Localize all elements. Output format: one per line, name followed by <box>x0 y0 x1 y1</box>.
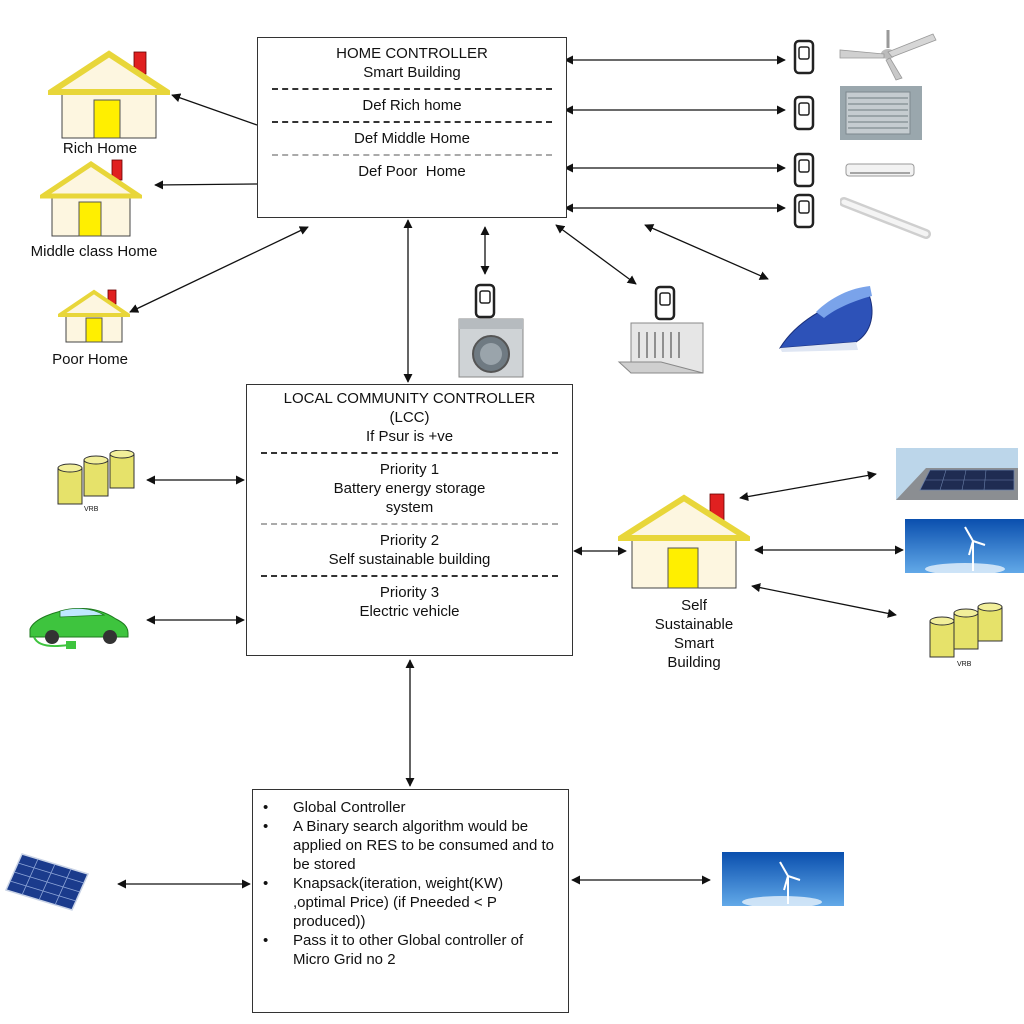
poor-home-label: Poor Home <box>52 351 128 368</box>
priority-3-title: Priority 3 <box>379 584 440 601</box>
arrow-dishwasher <box>555 224 637 285</box>
home-controller-title: HOME CONTROLLER <box>336 45 488 62</box>
global-bullet-3: Knapsack(iteration, weight(KW) ,optimal … <box>263 874 558 931</box>
self-sustainable-label: Self Sustainable Smart Building <box>620 596 768 672</box>
smart-plug-icon <box>793 193 815 229</box>
separator <box>261 575 558 577</box>
separator <box>272 121 552 123</box>
lcc-box: LOCAL COMMUNITY CONTROLLER (LCC) If Psur… <box>246 384 573 656</box>
global-controller-box: Global Controller A Binary search algori… <box>252 789 569 1013</box>
tube-light-icon <box>840 197 931 239</box>
rich-home-icon <box>48 50 170 139</box>
middle-home-icon <box>40 159 142 237</box>
priority-1-text-2: system <box>385 499 434 516</box>
arrow-iron <box>644 224 769 280</box>
iron-icon <box>779 286 873 352</box>
rooftop-solar-icon <box>896 448 1018 500</box>
separator <box>272 88 552 90</box>
solar-panel-icon <box>4 853 90 911</box>
global-bullet-1: Global Controller <box>263 798 558 817</box>
lcc-abbrev: (LCC) <box>389 409 430 426</box>
vrb-label: VRB <box>84 506 99 513</box>
smart-plug-icon <box>793 152 815 188</box>
priority-2-title: Priority 2 <box>379 532 440 549</box>
wind-turbine-icon <box>722 852 844 906</box>
ssb-line-3: Smart <box>673 635 714 652</box>
arrow-to-rich-home <box>171 93 258 126</box>
arrow-ssb-battery <box>751 583 897 618</box>
smart-plug-icon <box>654 285 676 321</box>
vrb-label: VRB <box>957 661 972 668</box>
home-controller-box: HOME CONTROLLER Smart Building Def Rich … <box>257 37 567 218</box>
global-bullet-2: A Binary search algorithm would be appli… <box>263 817 558 874</box>
separator <box>261 452 558 454</box>
lcc-title: LOCAL COMMUNITY CONTROLLER <box>283 390 536 407</box>
wind-turbine-icon <box>905 519 1024 573</box>
priority-3-text: Electric vehicle <box>359 603 460 620</box>
split-ac-icon <box>845 163 915 177</box>
priority-1-title: Priority 1 <box>379 461 440 478</box>
ac-outdoor-unit-icon <box>840 86 922 140</box>
poor-home-icon <box>58 289 130 343</box>
smart-plug-icon <box>793 39 815 75</box>
ssb-line-4: Building <box>667 654 721 671</box>
battery-storage-icon <box>57 450 135 505</box>
priority-2-text: Self sustainable building <box>328 551 491 568</box>
ceiling-fan-icon <box>839 30 937 81</box>
home-controller-subtitle: Smart Building <box>363 64 461 81</box>
global-bullet-4: Pass it to other Global controller of Mi… <box>263 931 558 969</box>
arrow-ssb-rooftop-solar <box>739 470 877 502</box>
priority-1-text: Battery energy storage <box>333 480 486 497</box>
arrow-to-middle-home <box>154 180 258 190</box>
def-poor-home: Def Poor Home <box>358 163 466 180</box>
def-middle-home: Def Middle Home <box>354 130 470 147</box>
battery-storage-icon <box>929 602 1003 658</box>
electric-car-icon <box>29 607 129 649</box>
separator <box>261 523 558 525</box>
ssb-line-1: Self <box>681 597 707 614</box>
separator <box>272 154 552 156</box>
ssb-line-2: Sustainable <box>654 616 734 633</box>
def-rich-home: Def Rich home <box>362 97 462 114</box>
self-sustainable-building-icon <box>618 493 750 589</box>
dishwasher-icon <box>617 322 704 374</box>
smart-plug-icon <box>474 283 496 319</box>
arrow-to-poor-home <box>129 226 309 313</box>
smart-plug-icon <box>793 95 815 131</box>
lcc-condition: If Psur is +ve <box>365 428 454 445</box>
washing-machine-icon <box>458 318 524 378</box>
middle-home-label: Middle class Home <box>30 243 158 260</box>
rich-home-label: Rich Home <box>62 140 138 157</box>
